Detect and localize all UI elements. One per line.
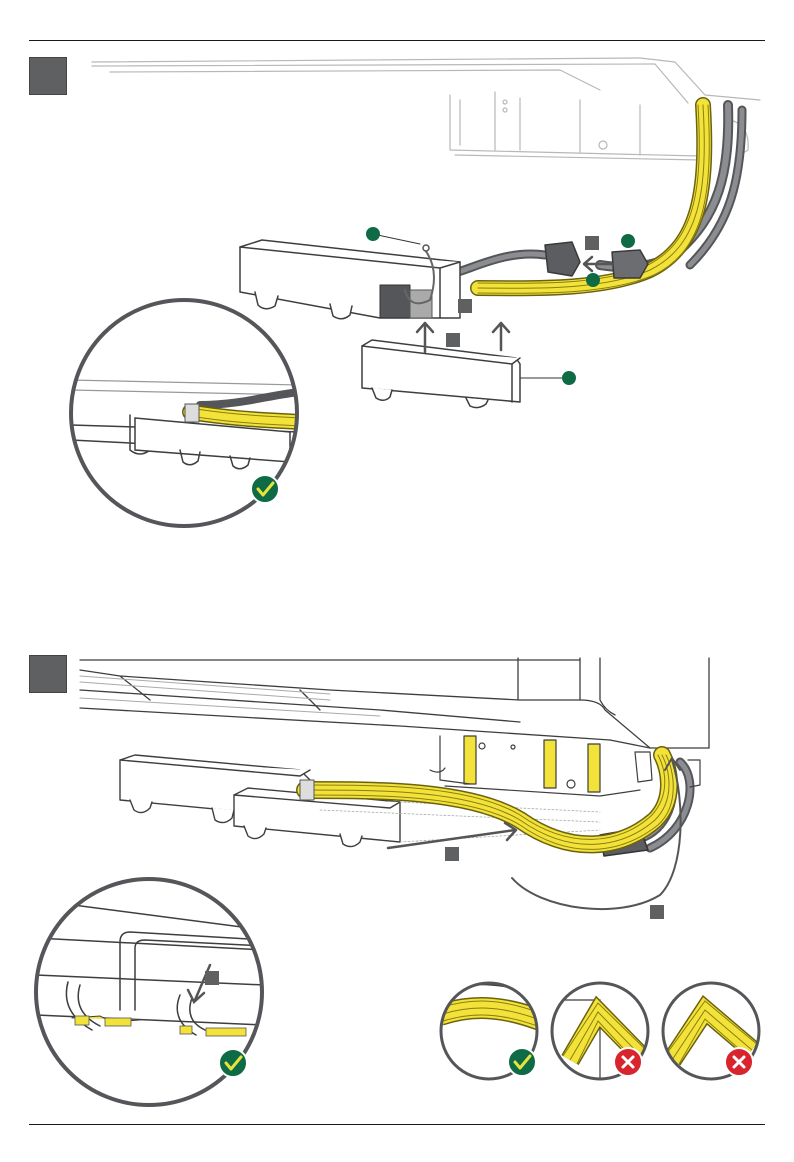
callout-dot-1 bbox=[366, 227, 380, 241]
cable-trays bbox=[120, 755, 400, 847]
step-marker-c bbox=[446, 333, 460, 347]
bend-example-error-2 bbox=[662, 983, 762, 1083]
cable-tray bbox=[362, 340, 520, 408]
step-marker-e bbox=[650, 905, 664, 919]
callout-dot-2 bbox=[621, 234, 635, 248]
check-icon bbox=[219, 1049, 247, 1077]
connector-male bbox=[612, 250, 648, 278]
bend-example-error-1 bbox=[550, 983, 650, 1083]
cabinet-body bbox=[80, 658, 709, 748]
bend-example-ok bbox=[440, 983, 540, 1083]
check-icon bbox=[251, 475, 279, 503]
step-marker-a bbox=[585, 236, 599, 250]
step-1-detail-zoom bbox=[70, 300, 300, 530]
push-arrow bbox=[388, 830, 515, 848]
connector-female bbox=[545, 242, 580, 276]
step-2-detail-zoom bbox=[35, 879, 265, 1110]
mounting-brackets bbox=[430, 736, 640, 796]
callout-dot-3 bbox=[586, 273, 600, 287]
cabinet-underside bbox=[92, 58, 760, 160]
cross-icon bbox=[614, 1048, 642, 1076]
step-marker-d bbox=[445, 847, 459, 861]
step-marker-b bbox=[458, 299, 472, 313]
callout-dot-4 bbox=[562, 371, 576, 385]
check-icon bbox=[508, 1048, 536, 1076]
cross-icon bbox=[725, 1048, 753, 1076]
